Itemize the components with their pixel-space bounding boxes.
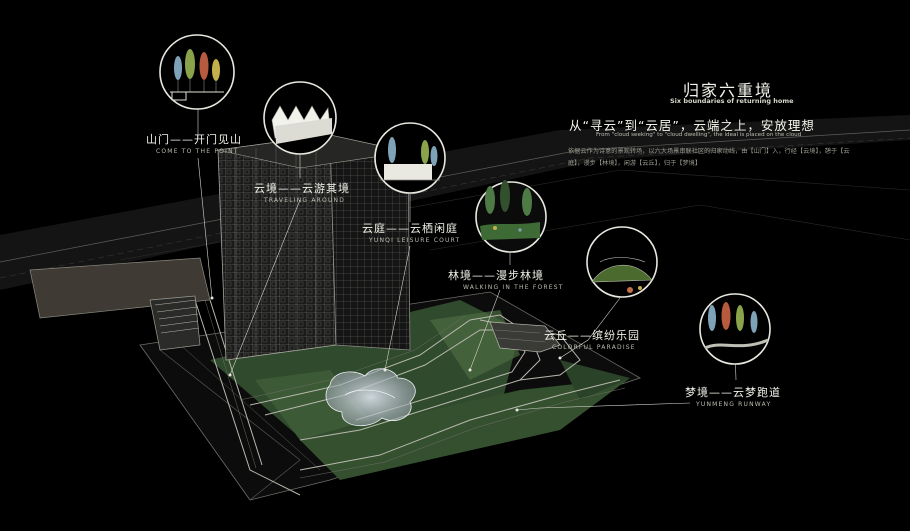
- scene-label-forest-en: WALKING IN THE FOREST: [463, 284, 564, 291]
- cloud-pavilion: [325, 368, 416, 426]
- paradise-structure: [489, 321, 561, 353]
- description: 依据云作为诗意的景观转场，以六大场景串联社区的归家动线，由【山门】入，行经【云境…: [568, 148, 850, 167]
- scene-label-paradise-en: COLORFUL PARADISE: [552, 344, 636, 351]
- scene-label-mountain-gate: 山门——开门见山: [146, 133, 242, 146]
- entrance-gate: [29, 257, 211, 351]
- walkway-rails: [204, 299, 626, 479]
- vignette-forest: [475, 180, 547, 253]
- scene-label-cloud-realm: 云境——云游其境: [254, 182, 350, 195]
- vignette-mountain-gate: [159, 34, 235, 110]
- headline-en: From "cloud seeking" to "cloud dwelling"…: [596, 132, 802, 138]
- vignette-paradise: [586, 226, 658, 298]
- vignette-leisure-court: [374, 122, 446, 194]
- scene-label-runway-en: YUNMENG RUNWAY: [696, 401, 772, 408]
- headline: 从“寻云”到“云居”，云端之上，安放理想: [569, 118, 815, 133]
- scene-label-leisure-court-en: YUNQI LEISURE COURT: [369, 237, 461, 244]
- vignette-runway: [699, 293, 771, 365]
- leader-lines: [197, 100, 737, 411]
- scene-label-forest: 林境——漫步林境: [448, 269, 544, 282]
- tree-icon: [170, 49, 224, 101]
- scene-label-cloud-realm-en: TRAVELING AROUND: [264, 197, 346, 204]
- residential-tower: [217, 134, 411, 361]
- header-title: 归家六重境: [683, 81, 774, 100]
- scene-label-leisure-court: 云庭——云栖闲庭: [362, 222, 458, 235]
- leader-dots: [210, 296, 562, 412]
- scene-label-paradise: 云丘——缤纷乐园: [544, 329, 640, 342]
- scene-label-runway: 梦境——云梦跑道: [685, 386, 781, 399]
- header-subtitle: Six boundaries of returning home: [670, 97, 794, 105]
- scene-label-mountain-gate-en: COME TO THE POINT: [156, 148, 239, 155]
- vignette-cloud-realm: [263, 81, 337, 155]
